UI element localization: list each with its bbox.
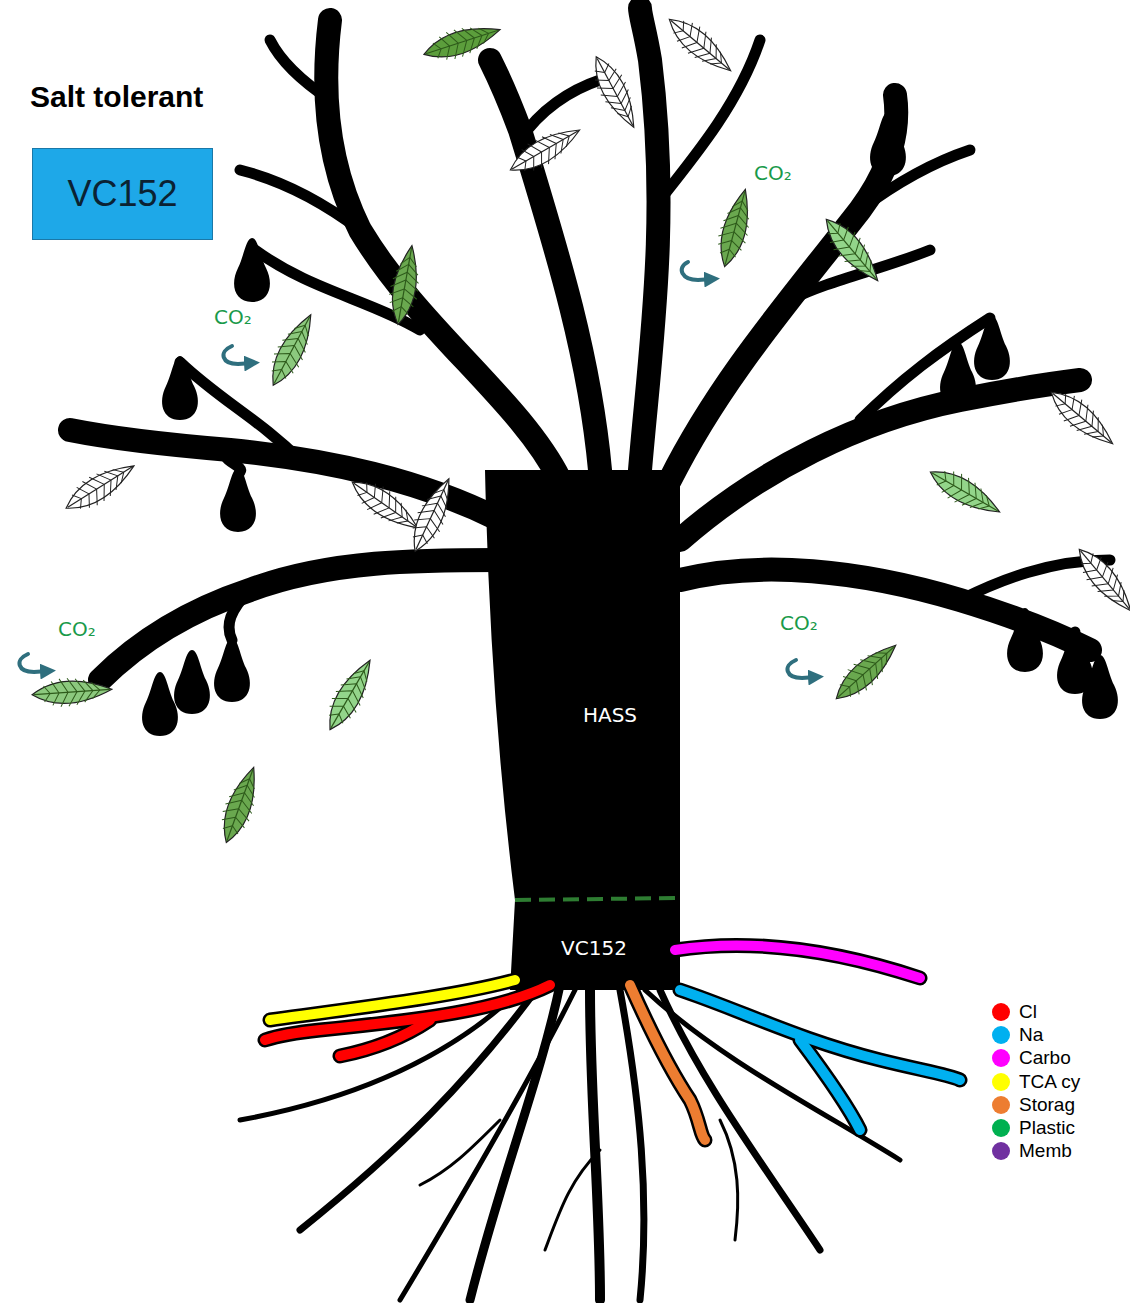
legend-swatch: [992, 1073, 1010, 1091]
legend-swatch: [992, 1142, 1010, 1160]
legend-swatch: [992, 1003, 1010, 1021]
colored-roots: [265, 945, 960, 1140]
trunk: [485, 470, 680, 990]
gas-label: CO₂: [780, 612, 818, 635]
legend-text: Memb: [1019, 1140, 1072, 1162]
legend-text: Na: [1019, 1024, 1043, 1046]
diagram-title: Salt tolerant: [30, 80, 203, 115]
legend-text: TCA cy: [1019, 1071, 1080, 1093]
rootstock-label: VC152: [561, 937, 627, 960]
gas-label: CO₂: [754, 162, 792, 185]
gas-exchange-arrows: [19, 262, 816, 678]
legend-text: Cl: [1019, 1001, 1037, 1023]
node-text: VC152: [67, 173, 177, 215]
rootstock-box: VC152: [32, 148, 213, 240]
gas-label: CO₂: [58, 618, 96, 641]
legend-swatch: [992, 1096, 1010, 1114]
scion-label: HASS: [583, 704, 637, 727]
legend-text: Carbo: [1019, 1047, 1071, 1069]
gas-label: CO₂: [214, 306, 252, 329]
legend-swatch: [992, 1119, 1010, 1137]
legend-swatch: [992, 1049, 1010, 1067]
legend-text: Plastic: [1019, 1117, 1075, 1139]
legend-text: Storag: [1019, 1094, 1075, 1116]
graft-line: [515, 898, 680, 900]
leaves: [31, 9, 1130, 848]
avocado-fruits: [142, 112, 1118, 736]
legend-swatch: [992, 1026, 1010, 1044]
